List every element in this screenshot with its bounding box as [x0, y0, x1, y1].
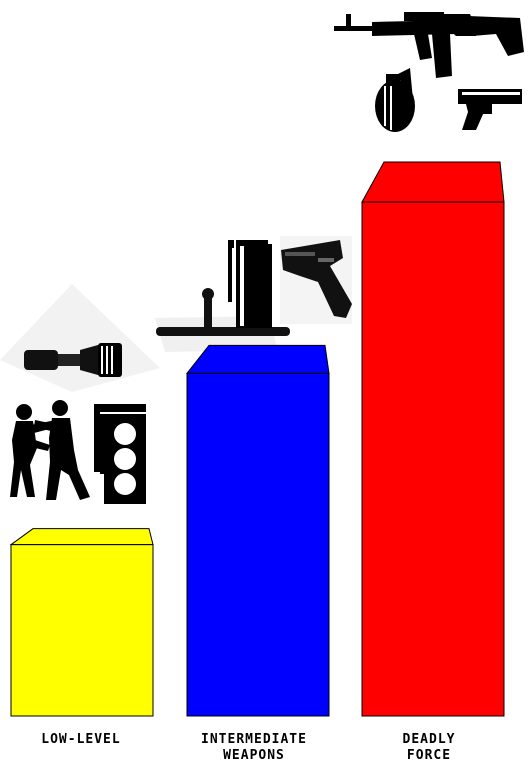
bar-deadly-force	[362, 162, 504, 716]
flashlight-icon	[0, 284, 160, 392]
category-label-deadly-force: DEADLY FORCE	[354, 732, 504, 763]
grappling-figures-icon	[10, 400, 90, 500]
pepper-spray-icon	[228, 240, 272, 328]
category-label-low-level: LOW-LEVEL	[6, 732, 156, 748]
bar-low-level	[11, 529, 153, 716]
category-label-intermediate-weapons: INTERMEDIATE WEAPONS	[154, 732, 354, 763]
handgun-icon	[458, 89, 522, 130]
bar-low-level-face	[11, 545, 153, 716]
bar-deadly-force-face	[362, 202, 504, 716]
bar-low-level-top	[11, 529, 153, 545]
bar-intermediate-weapons	[187, 345, 329, 716]
grenade-icon	[375, 68, 415, 132]
bar-deadly-force-top	[362, 162, 504, 202]
taser-icon	[280, 236, 352, 324]
bar-intermediate-weapons-top	[187, 345, 329, 373]
assault-rifle-icon	[334, 12, 524, 78]
bar-intermediate-weapons-face	[187, 373, 329, 716]
traffic-light-icon	[94, 404, 146, 504]
